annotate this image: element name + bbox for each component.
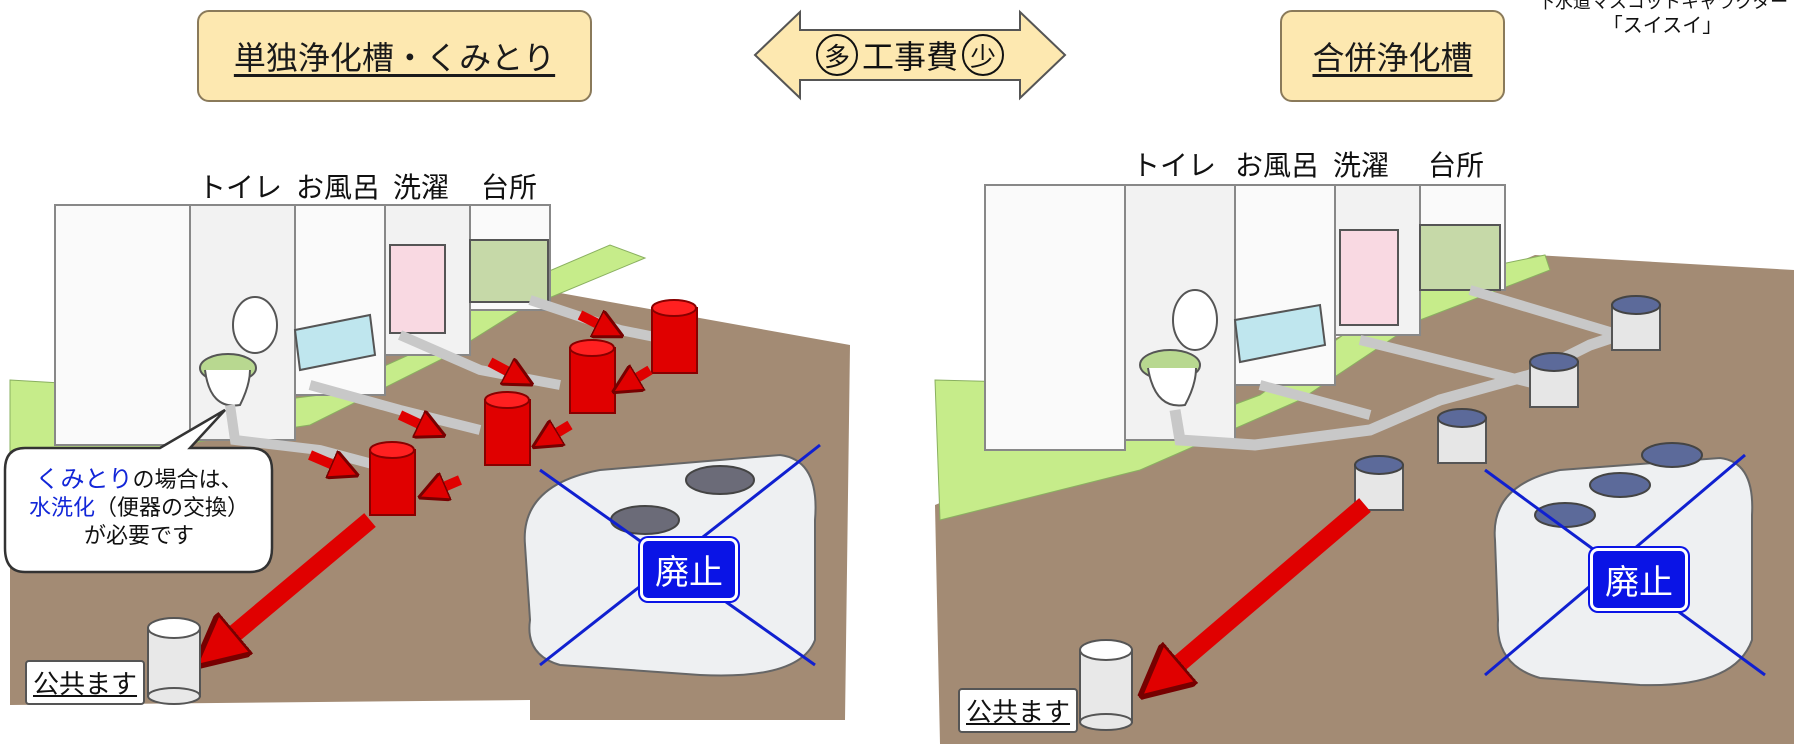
right-abolished-label: 廃止	[1590, 548, 1688, 611]
right-pipes	[1169, 324, 1637, 451]
bubble-toilet-replace: （便器の交換）	[95, 496, 250, 521]
right-title: 合併浄化槽	[1280, 10, 1505, 102]
bubble-required: が必要です	[83, 524, 194, 549]
left-house-wall-1	[54, 204, 191, 446]
left-public-box-label: 公共ます	[25, 660, 146, 705]
cost-less-circle: 少	[962, 34, 1004, 76]
mascot-line-2: 「スイスイ」	[1602, 13, 1723, 37]
left-room-kitchen: 台所	[481, 171, 538, 204]
cost-label: 工事費	[861, 38, 958, 76]
left-big-arrow	[215, 513, 376, 650]
left-abolished-label: 廃止	[640, 538, 738, 601]
right-room-toilet: トイレ	[1132, 149, 1217, 182]
mascot-line-1: 下水道マスコットキャラクター	[1536, 0, 1789, 13]
right-scene	[934, 184, 1794, 744]
left-toilet-base	[204, 369, 251, 407]
cost-more-circle: 多	[815, 34, 858, 76]
bubble-suisenka: 水洗化	[28, 496, 95, 521]
speech-bubble	[3, 408, 274, 574]
left-public-box-cylinder	[147, 617, 201, 705]
cost-arrow-label: 多 工事費 少	[805, 32, 1015, 78]
left-room-bath: お風呂	[296, 171, 381, 204]
right-big-arrow	[1160, 498, 1371, 680]
right-room-bath: お風呂	[1235, 149, 1320, 182]
mascot-caption: 下水道マスコットキャラクター 「スイスイ」	[1535, 0, 1790, 36]
left-room-laundry: 洗濯	[393, 171, 450, 204]
left-room-toilet: トイレ	[198, 171, 283, 204]
right-inspection-boxes	[1354, 295, 1661, 511]
right-public-box-label: 公共ます	[958, 688, 1079, 733]
left-small-arrows	[308, 315, 653, 492]
left-washer	[389, 244, 446, 334]
right-room-laundry: 洗濯	[1333, 149, 1390, 182]
right-house-wall-1	[984, 184, 1126, 451]
bubble-text: くみとりの場合は、 水洗化（便器の交換） が必要です	[8, 465, 270, 551]
bubble-case: の場合は、	[132, 468, 243, 493]
cost-double-arrow	[753, 9, 1067, 101]
left-red-tanks	[369, 299, 698, 516]
bubble-kumitori: くみとり	[35, 465, 133, 493]
left-bathtub	[293, 313, 377, 372]
right-public-box-cylinder	[1079, 639, 1133, 731]
left-title: 単独浄化槽・くみとり	[197, 10, 592, 102]
right-room-kitchen: 台所	[1428, 149, 1485, 182]
left-toilet-tank	[232, 296, 278, 354]
left-sink	[469, 239, 549, 303]
left-scene	[3, 204, 850, 720]
